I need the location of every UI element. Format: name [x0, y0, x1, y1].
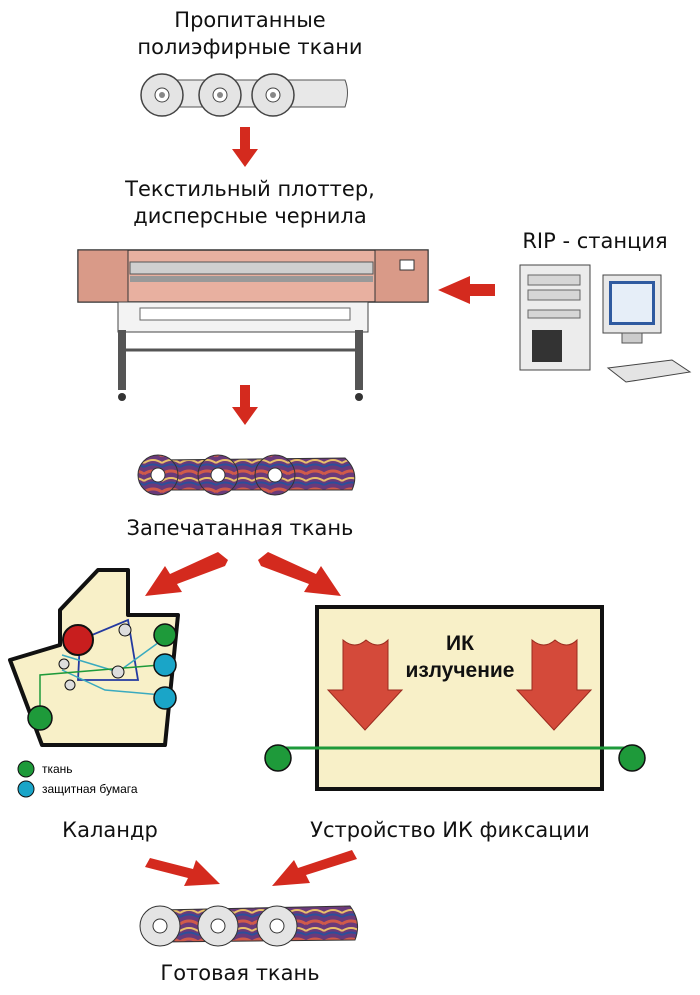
input-fabric-line1: Пропитанные [174, 8, 326, 32]
ir-subtitle: излучение [406, 659, 515, 682]
plotter-icon [77, 249, 429, 401]
calender-diagram [8, 568, 180, 747]
legend-paper-swatch [17, 780, 35, 798]
input-fabric-rolls [140, 73, 348, 117]
plotter-line2: дисперсные чернила [133, 204, 367, 228]
ir-title: ИК [446, 632, 474, 655]
arrow-down-2 [232, 385, 258, 425]
printed-fabric-label: Запечатанная ткань [126, 516, 354, 540]
arrow-calender-to-final [145, 858, 220, 886]
ir-device-label: Устройство ИК фиксации [310, 818, 590, 842]
legend-fabric-label: ткань [42, 762, 73, 776]
input-fabric-line2: полиэфирные ткани [137, 35, 363, 59]
printed-fabric-rolls [137, 454, 356, 496]
legend-fabric-swatch [17, 760, 35, 778]
arrow-left-rip [438, 276, 495, 304]
final-fabric-rolls [139, 905, 359, 947]
computer-icon [519, 264, 692, 383]
ir-arrow-left [326, 638, 404, 731]
legend-paper-label: защитная бумага [42, 782, 138, 796]
arrow-ir-to-final [272, 850, 357, 886]
rip-station-label: RIP - станция [522, 229, 668, 253]
ir-device-diagram: ИК излучение [264, 605, 646, 791]
arrow-to-ir [258, 552, 341, 596]
plotter-line1: Текстильный плоттер, [125, 177, 375, 201]
ir-arrow-right [515, 638, 593, 731]
input-fabric-label: Пропитанные полиэфирные ткани [100, 7, 400, 61]
arrow-to-calender [145, 552, 228, 596]
legend: ткань защитная бумага [17, 760, 138, 798]
calender-label: Каландр [62, 818, 158, 842]
arrow-down-1 [232, 127, 258, 167]
final-fabric-label: Готовая ткань [160, 961, 320, 985]
plotter-label: Текстильный плоттер, дисперсные чернила [90, 176, 410, 230]
